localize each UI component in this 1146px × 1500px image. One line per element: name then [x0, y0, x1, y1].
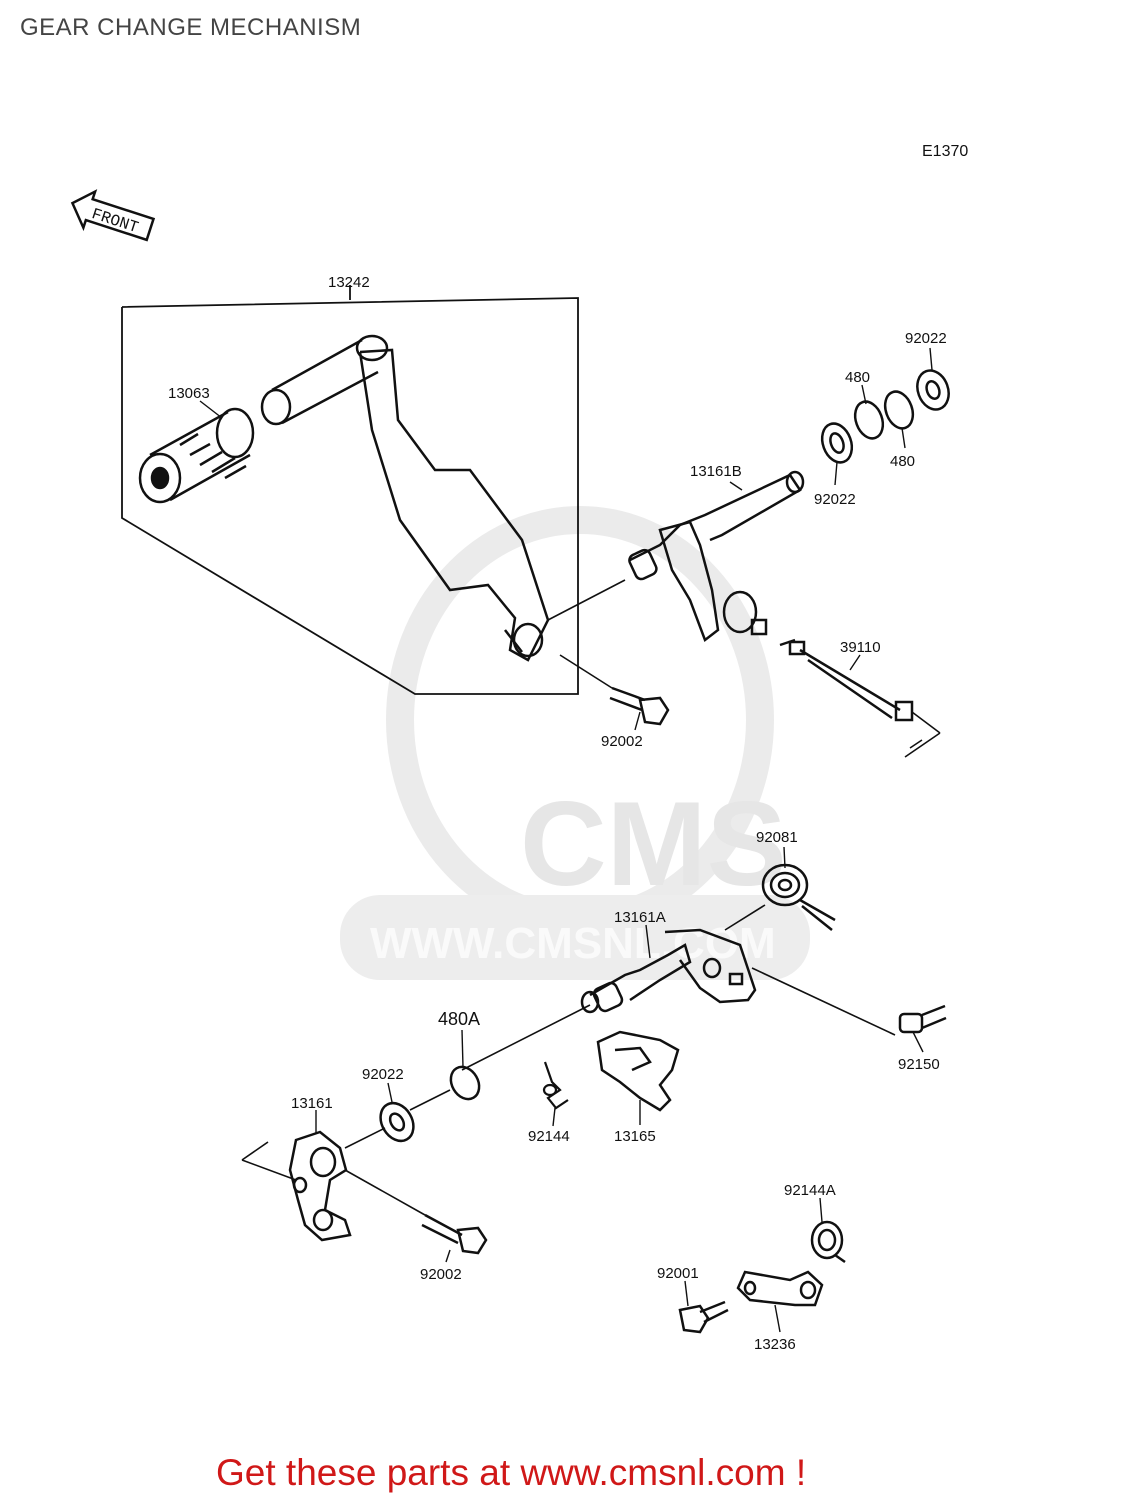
part-label-13161B: 13161B [690, 463, 742, 480]
shift-shaft-13161A [580, 928, 757, 1014]
arm-13236 [736, 1270, 824, 1307]
part-label-92002-low: 92002 [420, 1266, 462, 1283]
part-label-92001: 92001 [657, 1265, 699, 1282]
lower-chain-leader-a [409, 1089, 451, 1111]
part-label-92144: 92144 [528, 1128, 570, 1145]
shift-pedal-lever [260, 334, 550, 662]
bolt-92001 [678, 1300, 729, 1334]
promo-link[interactable]: Get these parts at www.cmsnl.com ! [216, 1452, 807, 1493]
part-label-13242: 13242 [328, 274, 370, 291]
part-label-92022-top: 92022 [905, 330, 947, 347]
lever-leader-up [344, 1127, 386, 1149]
pedal-rubber [138, 407, 255, 504]
part-label-92081: 92081 [756, 829, 798, 846]
cms-watermark: CMS WWW.CMSNL.COM [340, 506, 810, 980]
part-label-13161: 13161 [291, 1095, 333, 1112]
circlip-480A [449, 1065, 481, 1101]
circlip-480-a [853, 400, 885, 440]
circlip-480-b [883, 390, 915, 430]
part-label-92022-low: 92022 [362, 1066, 404, 1083]
plate-13165 [596, 1030, 680, 1112]
label-leaders [199, 347, 933, 1333]
tie-rod-39110 [779, 638, 941, 758]
part-label-13161A: 13161A [614, 909, 666, 926]
stud-92150 [898, 1004, 947, 1034]
lever-leader-left2 [241, 1159, 297, 1181]
lever-leader-right [344, 1169, 426, 1216]
part-label-92150: 92150 [898, 1056, 940, 1073]
lever-leader-left [241, 1141, 269, 1161]
spring-leader [724, 904, 766, 931]
part-label-480-top: 480 [845, 369, 870, 386]
pedal-shaft-leader [547, 579, 626, 621]
part-label-39110: 39110 [840, 639, 881, 656]
part-label-13063: 13063 [168, 385, 210, 402]
bolt-92002-top [609, 686, 670, 726]
washer-92022-low [379, 1101, 415, 1143]
spring-92144 [542, 1061, 569, 1110]
shift-lever-13161 [288, 1130, 352, 1242]
pedal-assembly-bracket [121, 285, 579, 695]
bolt-top-leader [559, 654, 613, 689]
diagram-code: E1370 [922, 143, 969, 160]
front-arrow-label: FRONT [89, 205, 140, 237]
part-label-13165: 13165 [614, 1128, 656, 1145]
part-label-92144A: 92144A [784, 1182, 836, 1199]
part-label-92002-top: 92002 [601, 733, 643, 750]
part-label-13236: 13236 [754, 1336, 796, 1353]
washer-92022-mid [820, 422, 854, 464]
part-label-92022-mid: 92022 [814, 491, 856, 508]
washer-92022-top [916, 369, 950, 411]
shaft-a-leader-left [461, 1004, 591, 1071]
part-label-480A: 480A [438, 1009, 480, 1029]
front-arrow: FRONT [70, 189, 156, 242]
page-title: GEAR CHANGE MECHANISM [20, 14, 362, 41]
shift-shaft-13161B [628, 470, 805, 643]
part-label-480-mid: 480 [890, 453, 915, 470]
bolt-92002-low [421, 1213, 488, 1255]
shaft-a-leader-right [751, 967, 896, 1036]
watermark-brand: CMS [520, 777, 787, 911]
spring-92144A [810, 1220, 846, 1264]
